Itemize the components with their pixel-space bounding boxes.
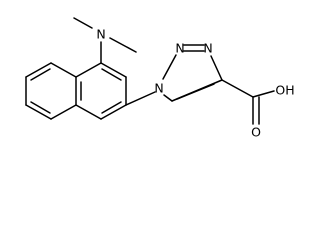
naphthalene-bond-l1 — [50, 62, 77, 78]
triazole-n3-c4-bond — [210, 55, 223, 81]
naphthalene-bond-r4 — [75, 104, 102, 120]
naphthalene-double-4 — [30, 68, 51, 81]
ring-to-carboxyl-bond — [221, 79, 254, 98]
naphthalene-double-2 — [101, 101, 122, 114]
triazole-n3-label: N — [203, 41, 212, 56]
naphthalene-double-1 — [101, 68, 122, 81]
chemical-structure: N N N N OH O — [25, 17, 295, 140]
dimethylamino-nitrogen-label: N — [96, 27, 105, 42]
triazole-n1-label: N — [154, 81, 163, 96]
naphthalene-double-5 — [30, 101, 51, 114]
naphthalene-bond-l4 — [25, 104, 52, 120]
naphthalene-bond-l5 — [50, 104, 77, 120]
naphthyl-to-triazole-bond — [125, 91, 156, 106]
naphthalene-bond-r1 — [100, 62, 127, 78]
naphthalene-bond-r3 — [100, 104, 127, 120]
molecule-drawing: N N N N OH O — [25, 17, 295, 140]
triazole-n2-label: N — [175, 41, 184, 56]
methyl-bond-left — [73, 17, 93, 29]
methyl-bond-right — [109, 37, 137, 53]
hydroxyl-label: OH — [275, 83, 294, 98]
triazole-c4-c5-double — [176, 83, 215, 100]
hydroxyl-bond — [252, 90, 275, 98]
naphthalene-bond-l2 — [25, 62, 52, 78]
naphthalene-bond-r6 — [75, 62, 102, 78]
triazole-n1-n2-bond — [162, 54, 177, 80]
carbonyl-oxygen-label: O — [251, 125, 261, 140]
triazole-c5-n1-bond — [163, 94, 173, 102]
